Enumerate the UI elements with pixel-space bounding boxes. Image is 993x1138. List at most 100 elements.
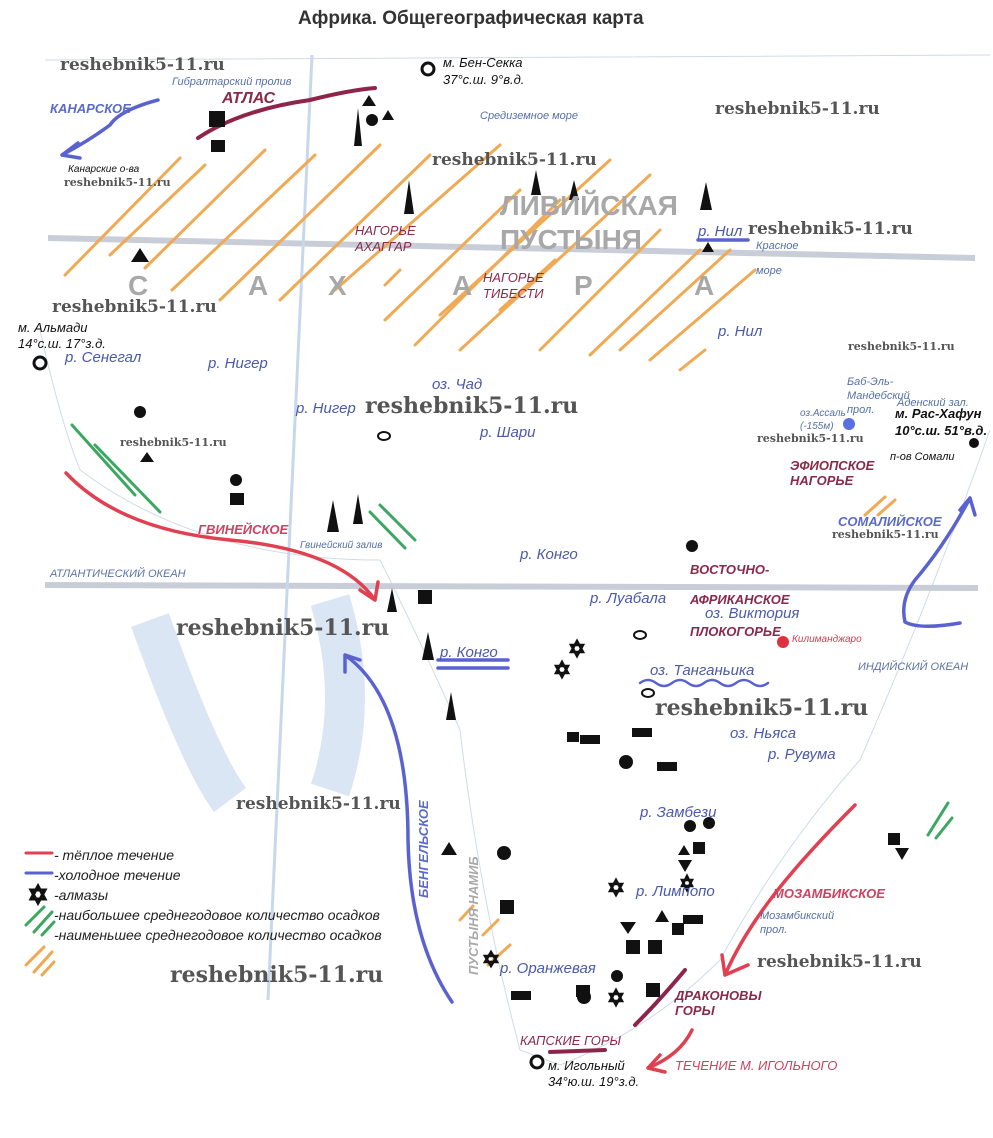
oil-icon [569, 180, 579, 200]
watermark: reshebnik5-11.ru [715, 99, 880, 119]
guinea-current [64, 471, 380, 602]
legend-label: -холодное течение [54, 867, 181, 883]
watermark: reshebnik5-11.ru [170, 962, 384, 988]
label-ethiopian-2: НАГОРЬЕ [790, 473, 854, 488]
label-ahaggar-2: АХАГГАР [355, 239, 412, 254]
label-sahara-letter: Р [574, 270, 593, 301]
agulhas-current [646, 1028, 694, 1074]
label-canary-current: КАНАРСКОЕ [50, 101, 131, 116]
label-victoria: оз. Виктория [705, 605, 800, 622]
cold-currents [60, 98, 977, 1004]
iron-ore-icon [362, 95, 376, 106]
coal-icon [648, 940, 662, 954]
label-ben-sekka: м. Бен-Секка [443, 55, 523, 70]
uranium-icon [497, 846, 511, 860]
somali-current [902, 496, 977, 628]
label-mediterranean: Средиземное море [480, 110, 579, 122]
watermark: reshebnik5-11.ru [52, 297, 217, 317]
uranium-icon [619, 755, 633, 769]
label-almadi: м. Альмади [18, 320, 88, 335]
coal-icon [683, 915, 703, 924]
label-red-sea-2: море [756, 265, 782, 277]
label-niger-2: р. Нигер [296, 400, 356, 417]
label-gibraltar: Гибралтарский пролив [172, 76, 292, 88]
legend-warm-current: - тёплое течение [22, 845, 394, 865]
label-assal-1: оз.Ассаль [800, 408, 846, 419]
lake-and-cape-symbols [32, 61, 979, 1070]
iron-ore-icon [655, 910, 669, 922]
legend-low-precipitation: -наименьшее среднегодовое количество оса… [22, 925, 394, 945]
iron-ore-icon [382, 110, 394, 120]
label-sahara-letter: А [452, 270, 473, 301]
label-drakensberg-2: ГОРЫ [675, 1003, 715, 1018]
cape-point-icon [529, 1054, 545, 1070]
label-drakensberg-1: ДРАКОНОВЫ [675, 988, 762, 1003]
oil-icon [354, 108, 362, 146]
bauxite-icon [230, 474, 242, 486]
iron-ore-icon [131, 248, 149, 262]
phosphorite-icon [418, 590, 432, 604]
watermark: reshebnik5-11.ru [832, 528, 939, 541]
copper-icon [230, 493, 244, 505]
phosphorite-icon [500, 900, 514, 914]
watermark: reshebnik5-11.ru [748, 219, 913, 239]
legend-label: -наименьшее среднегодовое количество оса… [54, 927, 382, 943]
legend-label: -алмазы [54, 887, 109, 903]
label-ben-sekka-coord: 37°с.ш. 9°в.д. [443, 72, 525, 87]
legend-cold-current: -холодное течение [22, 865, 394, 885]
bauxite-icon [134, 406, 146, 418]
watermark: reshebnik5-11.ru [655, 695, 869, 721]
bauxite-icon [703, 817, 715, 829]
watermark: reshebnik5-11.ru [757, 432, 864, 445]
coal-icon [646, 983, 660, 997]
label-shari: р. Шари [480, 424, 536, 441]
watermark: reshebnik5-11.ru [64, 176, 171, 189]
label-guinea-gulf: Гвинейский залив [300, 540, 383, 551]
label-tanganyika: оз. Танганьика [650, 662, 755, 679]
label-ahaggar-1: НАГОРЬЕ [355, 223, 416, 238]
cape-point-icon [420, 61, 436, 77]
label-bab-2: Мандебский [847, 390, 910, 402]
tanganyika-wave [638, 678, 770, 688]
oil-icon [531, 170, 541, 195]
label-namib: ПУСТЫНЯ НАМИБ [466, 856, 481, 975]
map-title: Африка. Общегеографическая карта [298, 8, 644, 29]
label-benguela-current: БЕНГЕЛЬСКОЕ [416, 800, 431, 898]
label-senegal: р. Сенегал [65, 349, 142, 366]
legend-label: - тёплое течение [54, 847, 175, 863]
coal-icon [657, 762, 677, 771]
watermark: reshebnik5-11.ru [60, 55, 225, 75]
map-legend: - тёплое течение -холодное течение -алма… [22, 845, 394, 945]
label-cape-mountains: КАПСКИЕ ГОРЫ [520, 1033, 622, 1048]
label-sahara-letter: С [128, 270, 149, 301]
label-ras-hafun: м. Рас-Хафун [895, 406, 982, 421]
label-lualaba: р. Луабала [590, 590, 667, 607]
label-tibesti-2: ТИБЕСТИ [483, 286, 544, 301]
canary-current [60, 98, 160, 160]
legend-label: -наибольшее среднегодовое количество оса… [54, 907, 380, 923]
label-agulhas-coord: 34°ю.ш. 19°з.д. [548, 1074, 640, 1089]
label-guinea-current: ГВИНЕЙСКОЕ [198, 522, 289, 537]
label-nile-1: р. Нил [698, 223, 743, 240]
kilimanjaro-icon [777, 636, 789, 648]
iron-ore-icon [140, 452, 154, 462]
label-bab-3: прол. [847, 404, 875, 416]
legend-swatches [24, 851, 56, 977]
label-canary-islands: Канарские о-ва [68, 164, 140, 175]
coal-icon [580, 735, 600, 744]
watermark: reshebnik5-11.ru [236, 794, 401, 814]
watermark: reshebnik5-11.ru [432, 150, 597, 170]
label-east-african-1: ВОСТОЧНО- [690, 562, 770, 577]
copper-icon [567, 732, 579, 742]
label-atlantic: АТЛАНТИЧЕСКИЙ ОКЕАН [50, 568, 186, 580]
diamond-icons [482, 638, 695, 1008]
label-niger-1: р. Нигер [208, 355, 268, 372]
polymetal-icon [678, 860, 692, 872]
coal-icon [632, 728, 652, 737]
iron-ore-icon [678, 845, 690, 855]
high-precipitation-hatch [70, 423, 954, 840]
oil-icon [446, 692, 456, 720]
mineral-symbols [131, 95, 909, 1004]
